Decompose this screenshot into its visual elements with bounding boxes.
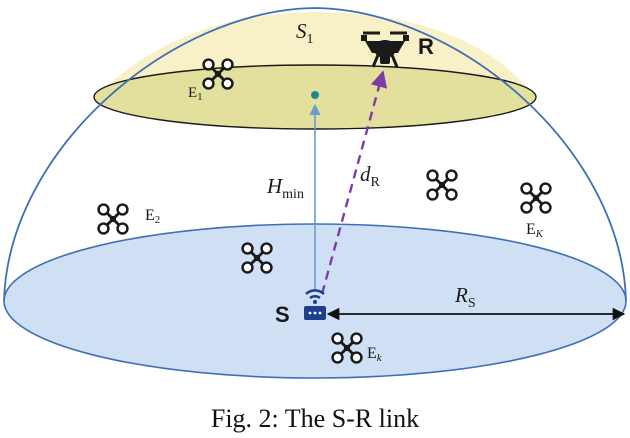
- label-ek-upper: EK: [526, 221, 544, 240]
- label-dr: dR: [360, 162, 381, 190]
- distance-line-dr: [320, 70, 388, 295]
- source-device-icon: [304, 289, 326, 320]
- label-hmin: Hmin: [266, 174, 304, 202]
- top-plane-center-dot: [311, 91, 319, 99]
- eavesdropper-ek-upper-icon: [520, 182, 552, 214]
- label-r: R: [418, 34, 434, 59]
- label-e2: E2: [145, 207, 160, 226]
- dome-boundary: [3, 7, 627, 302]
- label-s: S: [275, 302, 290, 327]
- relay-drone-icon: [361, 31, 409, 68]
- label-s1: S1: [296, 19, 314, 47]
- label-e1: E1: [188, 85, 203, 103]
- eavesdropper-mid-icon: [426, 169, 458, 201]
- figure-caption: Fig. 2: The S-R link: [210, 404, 420, 433]
- eavesdropper-e2-icon: [97, 203, 129, 235]
- label-rs: RS: [454, 283, 476, 311]
- label-ek-lower: Ek: [367, 345, 383, 364]
